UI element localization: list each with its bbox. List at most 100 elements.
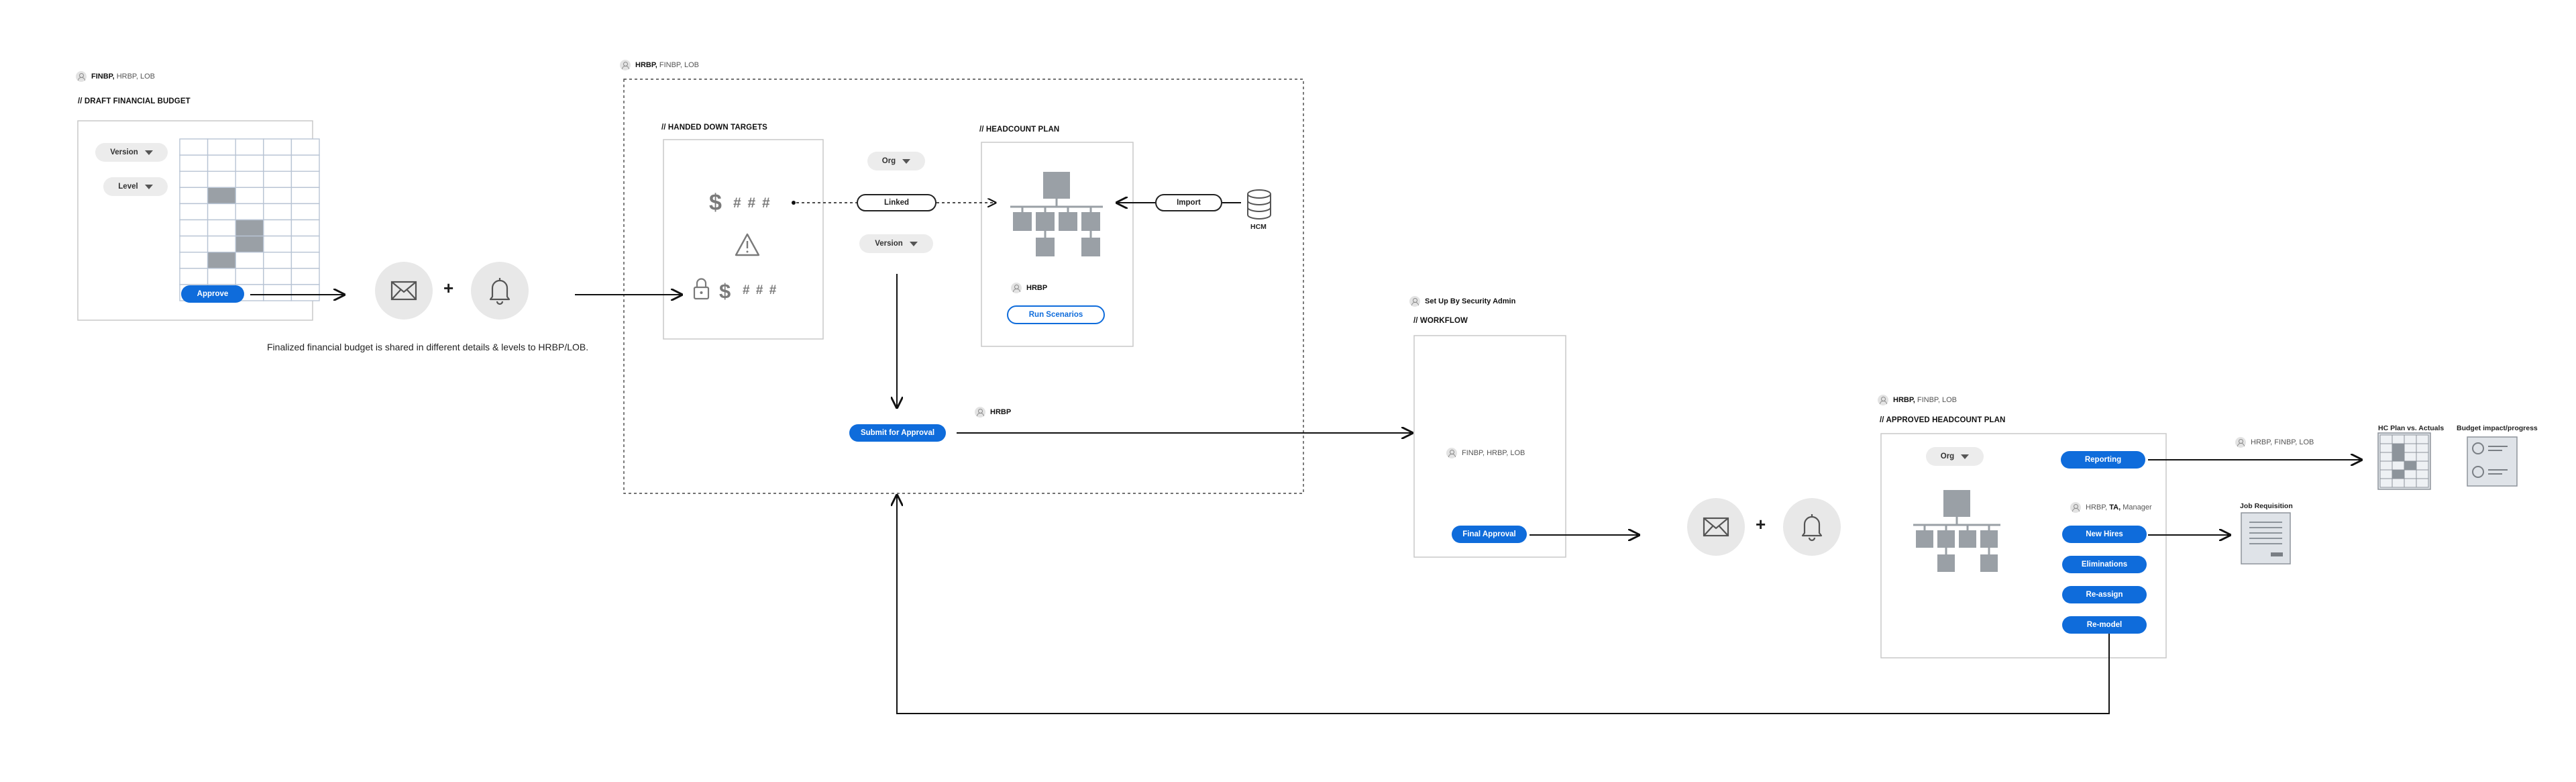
grid-cell [2379,460,2393,471]
grid-cell [290,203,320,221]
roles-text: HRBP, FINBP, LOB [2251,438,2314,446]
grid-cell [2392,443,2405,453]
user-icon [1446,448,1457,458]
grid-cell [290,187,320,205]
org-node [1937,530,1955,548]
grid-cell [179,219,209,237]
version-dropdown[interactable]: Version [95,143,168,162]
connectors [250,203,2361,714]
org-node [1916,530,1933,548]
roles-post: Manager [2121,503,2152,511]
reassign-button[interactable]: Re-assign [2062,586,2147,603]
user-icon [1878,395,1888,405]
grid-cell [263,235,292,253]
roles-bold: TA, [2109,503,2121,511]
org-node [1943,490,1970,517]
chevron-down-icon [144,150,153,155]
grid-cell [2379,434,2393,444]
org-node [1059,212,1077,231]
hcm-label: HCM [1250,223,1267,231]
draft-budget-title: // DRAFT FINANCIAL BUDGET [78,97,191,105]
grid-cell [2392,434,2405,444]
version-dropdown-label: Version [110,148,138,156]
submit-for-approval-button[interactable]: Submit for Approval [849,424,946,442]
budget-impact-icon [2467,436,2518,487]
remodel-button[interactable]: Re-model [2062,616,2147,634]
workflow-roles: FINBP, HRBP, LOB [1446,448,1525,458]
reporting-button[interactable]: Reporting [2061,451,2145,469]
grid-cell [2379,469,2393,479]
handed-down-targets-title: // HANDED DOWN TARGETS [661,124,767,132]
grid-cell [179,138,209,156]
org-node [1980,554,1998,572]
grid-cell [2392,478,2405,488]
org-node [1036,212,1055,231]
locked-amount-placeholder: # # # [743,283,778,297]
dollar-icon: $ [719,279,731,303]
roles-text: FINBP, HRBP, LOB [1462,449,1525,457]
plus-sign: + [443,278,454,298]
grid-cell [290,170,320,188]
org-dropdown[interactable]: Org [1926,447,1984,466]
budget-caption: Finalized financial budget is shared in … [267,342,589,352]
eliminations-button[interactable]: Eliminations [2062,556,2147,573]
reporting-roles: HRBP, FINBP, LOB [2235,437,2314,448]
lock-icon [693,278,710,300]
headcount-plan-role: HRBP [1011,283,1047,293]
grid-cell [290,252,320,269]
grid-cell [2379,452,2393,462]
hc-plan-vs-actuals-icon [2377,432,2431,490]
level-dropdown[interactable]: Level [103,177,168,196]
org-node [1036,238,1055,256]
approved-roles-2: HRBP, TA, Manager [2070,502,2152,513]
org-node [1937,554,1955,572]
handed-down-targets-card [663,139,824,340]
approved-plan-title: // APPROVED HEADCOUNT PLAN [1880,416,2006,424]
draft-budget-roles: FINBP, HRBP, LOB [76,71,155,82]
database-icon [1247,189,1271,219]
org-chart-icon [1010,172,1103,256]
user-icon [2070,502,2081,513]
grid-cell [2392,460,2405,471]
grid-cell [263,268,292,285]
org-chart-icon [1913,490,2000,572]
grid-cell [263,154,292,172]
run-scenarios-button[interactable]: Run Scenarios [1007,305,1105,324]
grid-cell [179,235,209,253]
approve-button[interactable]: Approve [181,285,244,303]
org-dropdown-label: Org [881,157,896,165]
grid-cell [290,138,320,156]
org-node [1013,212,1032,231]
version-dropdown[interactable]: Version [859,234,933,253]
plus-sign: + [1756,514,1766,534]
roles-rest: HRBP, LOB [114,72,155,81]
user-icon [1409,296,1420,307]
role-text: HRBP [990,408,1012,416]
org-dropdown[interactable]: Org [867,152,925,170]
grid-cell [2416,478,2429,488]
grid-cell [2404,460,2417,471]
submit-role: HRBP [975,407,1011,418]
warning-icon [735,233,760,256]
bell-icon [1801,514,1823,542]
grid-cell [235,187,264,205]
roles-bold: FINBP, [91,72,115,81]
grid-cell [207,170,236,188]
final-approval-button[interactable]: Final Approval [1452,526,1527,543]
new-hires-button[interactable]: New Hires [2062,526,2147,543]
org-node [1043,172,1070,199]
amount-placeholder: # # # [733,195,771,211]
grid-cell [179,187,209,205]
roles-rest: FINBP, LOB [1915,396,1957,404]
grid-cell [235,252,264,269]
job-requisition-icon [2241,512,2291,565]
grid-cell [207,268,236,285]
grid-cell [290,284,320,301]
grid-cell [2379,478,2393,488]
grid-table-icon [179,138,320,301]
roles-bold: HRBP, [635,61,657,69]
grid-cell [179,268,209,285]
grid-cell [263,203,292,221]
grid-cell [207,235,236,253]
dollar-icon: $ [709,190,722,215]
